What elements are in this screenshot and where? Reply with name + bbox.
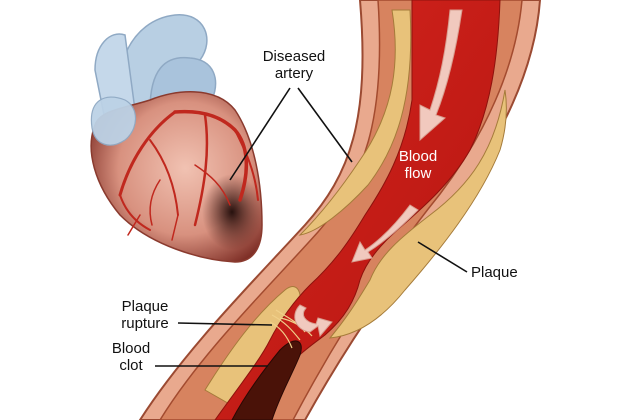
plaque-upper [298,9,412,236]
flow-arrow-top [419,9,463,142]
flow-arrow-curl [294,304,333,338]
artery-cross-section [138,0,542,420]
leader-plaque [417,241,468,273]
label-plaque-rupture: Plaque rupture [112,298,178,332]
label-blood-flow-line1: Blood [398,148,438,165]
label-blood-flow-line2: flow [404,165,432,182]
coronary-arteries [118,109,259,241]
label-blood-clot-line2: clot [119,357,143,374]
heart [90,14,263,263]
damaged-tissue [202,174,262,250]
label-plaque-rupture-line2: rupture [121,315,169,332]
blood-clot [231,340,302,420]
label-blood-clot-line1: Blood [111,340,151,357]
label-diseased-artery-line1: Diseased [262,48,326,65]
right-atrium [90,96,137,146]
label-blood-clot: Blood clot [108,340,154,374]
leader-plaque-rupture [177,322,273,326]
label-plaque: Plaque [471,264,518,281]
flow-arrow-middle [351,204,419,263]
label-diseased-artery: Diseased artery [250,48,338,82]
leader-diseased-artery-vessel [297,87,353,163]
label-plaque-rupture-line1: Plaque [121,298,169,315]
plaque-right [328,89,507,339]
leader-diseased-artery-heart [229,87,291,181]
label-diseased-artery-line2: artery [274,65,314,82]
leader-lines [155,87,468,367]
label-blood-flow: Blood flow [388,148,448,182]
